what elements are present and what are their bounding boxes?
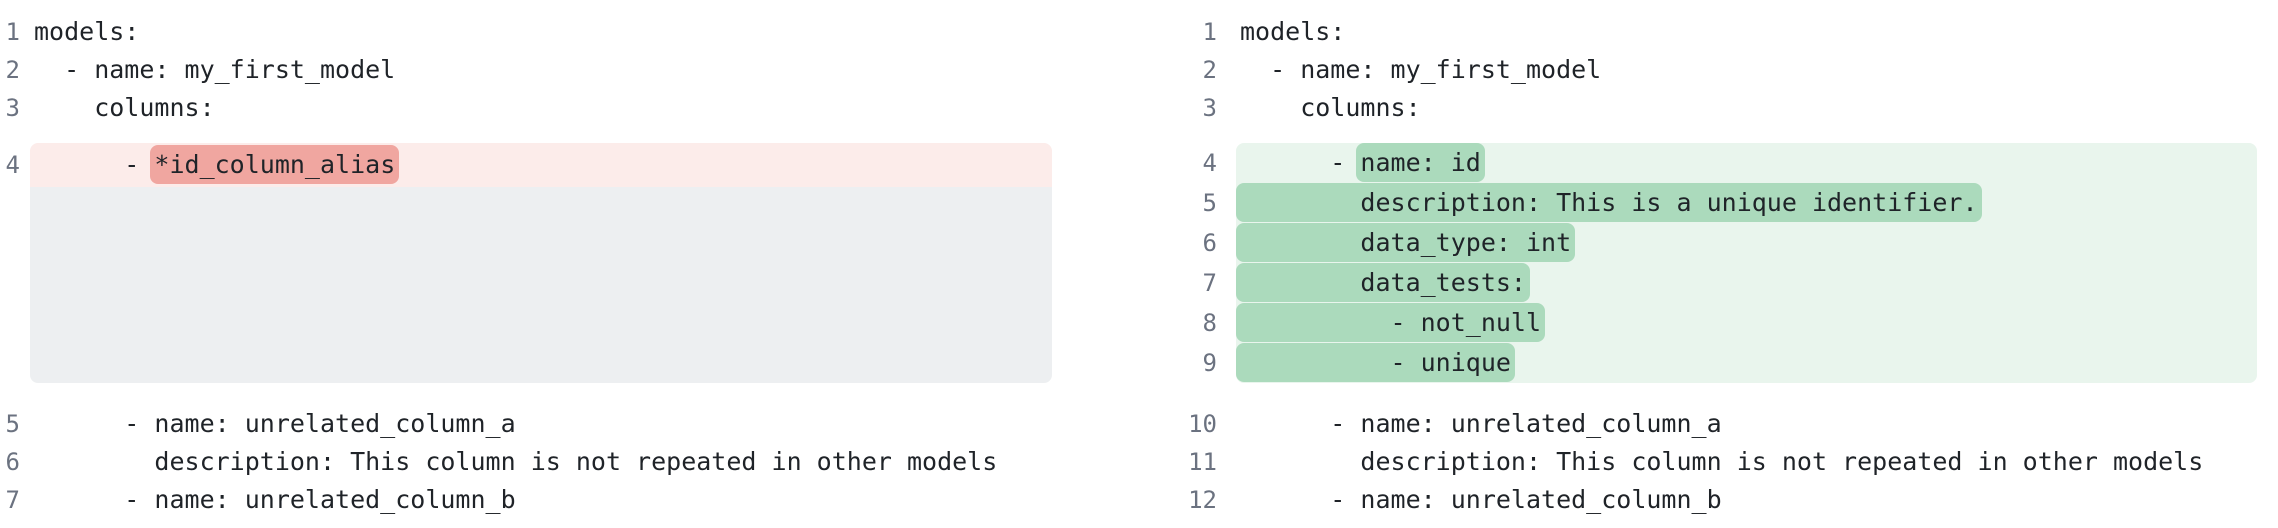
code-text: - not_null [1236,303,2257,343]
code-segment: columns: [1240,93,1421,122]
code-line: 3 columns: [1139,89,2278,127]
added-token: data_type: int [1236,223,1576,262]
code-line: 2 - name: my_first_model [1139,51,2278,89]
code-segment: models: [34,17,140,46]
line-number: 4 [1202,149,1217,177]
added-token: - unique [1236,343,1515,382]
code-line: 7 data_tests: [1139,263,2278,303]
code-text: description: This column is not repeated… [30,443,1052,481]
code-line: 5 description: This is a unique identifi… [1139,183,2278,223]
code-text: - name: unrelated_column_a [1236,405,2257,443]
line-number: 3 [1202,94,1217,122]
line-number: 3 [5,94,20,122]
code-segment: - name: unrelated_column_b [1240,485,1722,514]
code-text: - name: unrelated_column_b [30,481,1052,519]
code-line: 8 - not_null [1139,303,2278,343]
code-text: data_tests: [1236,263,2257,303]
added-token: data_tests: [1236,263,1530,302]
code-line: 3 columns: [0,89,1139,127]
line-number: 6 [1202,229,1217,257]
code-text [30,187,1052,383]
code-text: models: [1236,13,2257,51]
code-segment: - name: my_first_model [34,55,396,84]
code-segment: models: [1240,17,1346,46]
code-line: 2 - name: my_first_model [0,51,1139,89]
code-segment: - name: unrelated_column_a [34,409,516,438]
line-number: 2 [1202,56,1217,84]
line-number: 11 [1188,448,1217,476]
code-line: 5 - name: unrelated_column_a [0,405,1139,443]
alignment-filler-row [0,187,1139,383]
code-text: models: [30,13,1052,51]
line-number: 4 [5,151,20,179]
code-line: 4 - name: id [1139,143,2278,183]
code-text: data_type: int [1236,223,2257,263]
code-line: 1 models: [1139,13,2278,51]
line-number: 10 [1188,410,1217,438]
line-number: 5 [1202,189,1217,217]
code-line: 12 - name: unrelated_column_b [1139,481,2278,519]
line-number [0,187,20,383]
line-number: 6 [5,448,20,476]
code-line: 6 description: This column is not repeat… [0,443,1139,481]
code-segment: - name: unrelated_column_b [34,485,516,514]
code-text: - unique [1236,343,2257,383]
code-line: 10 - name: unrelated_column_a [1139,405,2278,443]
line-number: 12 [1188,486,1217,514]
line-number: 8 [1202,309,1217,337]
removed-token: *id_column_alias [150,145,400,184]
added-token: description: This is a unique identifier… [1236,183,1982,222]
code-line: 4 - *id_column_alias [0,143,1139,187]
code-segment: - name: unrelated_column_a [1240,409,1722,438]
code-line: 11 description: This column is not repea… [1139,443,2278,481]
code-line: 6 data_type: int [1139,223,2278,263]
code-text: - name: unrelated_column_b [1236,481,2257,519]
code-segment: description: This column is not repeated… [1240,447,2204,476]
code-segment: - [34,150,155,179]
code-text: - name: id [1236,143,2257,183]
line-number: 7 [5,486,20,514]
code-text: - name: my_first_model [30,51,1052,89]
code-text: description: This is a unique identifier… [1236,183,2257,223]
code-text: description: This column is not repeated… [1236,443,2257,481]
code-segment: - name: my_first_model [1240,55,1602,84]
line-number: 9 [1202,349,1217,377]
code-text: columns: [30,89,1052,127]
code-segment: - [1240,148,1361,177]
added-token: - not_null [1236,303,1546,342]
code-segment: description: This column is not repeated… [34,447,998,476]
code-line: 9 - unique [1139,343,2278,383]
line-number: 1 [1202,18,1217,46]
code-text: columns: [1236,89,2257,127]
code-line: 7 - name: unrelated_column_b [0,481,1139,519]
line-number: 5 [5,410,20,438]
added-token: name: id [1356,143,1485,182]
code-text: - name: unrelated_column_a [30,405,1052,443]
code-text: - *id_column_alias [30,143,1052,187]
code-line: 1 models: [0,13,1139,51]
line-number: 1 [5,18,20,46]
line-number: 2 [5,56,20,84]
line-number: 7 [1202,269,1217,297]
code-segment: columns: [34,93,215,122]
code-text: - name: my_first_model [1236,51,2257,89]
